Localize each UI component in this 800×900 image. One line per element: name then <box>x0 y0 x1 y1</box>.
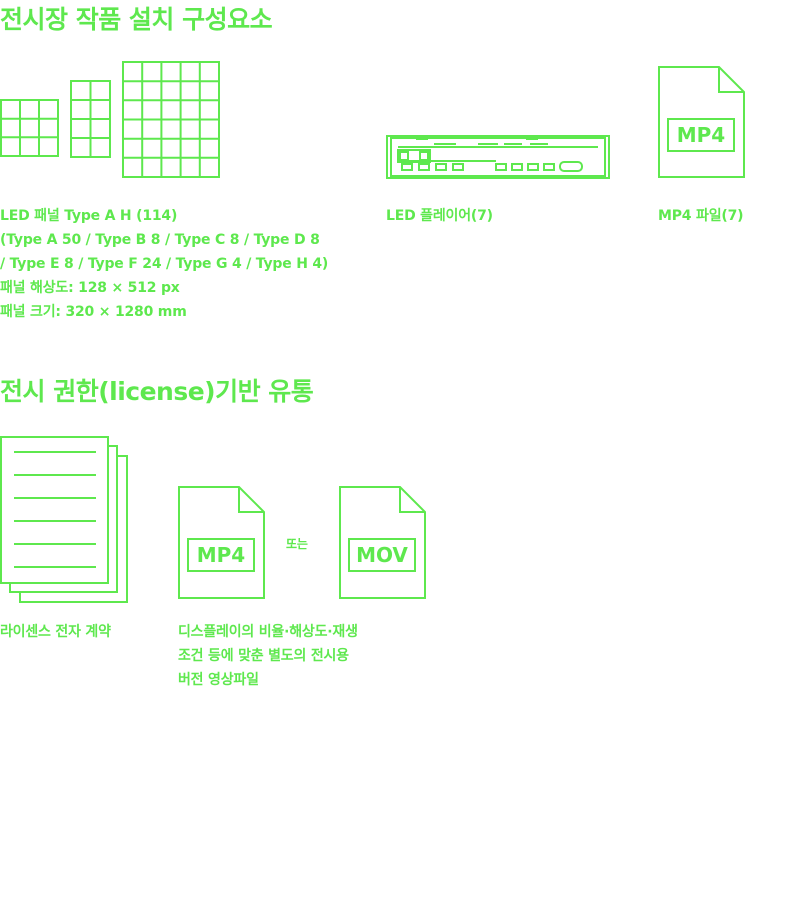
mp4-file-label: MP4 <box>677 123 725 147</box>
mp4-file-icon: MP4 <box>178 486 265 599</box>
mp4-file-label: MP4 <box>197 543 245 567</box>
mp4-file-caption: MP4 파일(7) <box>658 208 744 224</box>
led-panel-line: LED 패널 Type A H (114) <box>0 208 178 224</box>
led-panel-caption: LED 패널 Type A H (114) (Type A 50 / Type … <box>0 204 328 324</box>
led-panel-grid-icon <box>0 61 220 178</box>
rack-player-icon <box>386 135 610 179</box>
or-label: 또는 <box>286 537 308 551</box>
led-panel-line: / Type E 8 / Type F 24 / Type G 4 / Type… <box>0 256 329 272</box>
mp4-file-icon: MP4 <box>658 66 745 178</box>
license-caption: 라이센스 전자 계약 <box>0 624 111 640</box>
section-title-installation: 전시장 작품 설치 구성요소 <box>0 5 273 34</box>
led-panel-line: 패널 크기: 320 × 1280 mm <box>0 304 187 320</box>
led-panel-line: 패널 해상도: 128 × 512 px <box>0 280 180 296</box>
section-title-license: 전시 권한(license)기반 유통 <box>0 377 314 406</box>
mov-file-icon: MOV <box>339 486 426 599</box>
video-caption-line: 버전 영상파일 <box>178 672 259 688</box>
video-caption-line: 디스플레이의 비율·해상도·재생 <box>178 624 358 640</box>
led-player-label: LED 플레이어(7) <box>386 208 493 224</box>
led-panel-line: (Type A 50 / Type B 8 / Type C 8 / Type … <box>0 232 320 248</box>
video-caption-line: 조건 등에 맞춘 별도의 전시용 <box>178 648 349 664</box>
mov-file-label: MOV <box>356 543 408 567</box>
document-stack-icon <box>0 436 128 603</box>
video-file-caption: 디스플레이의 비율·해상도·재생 조건 등에 맞춘 별도의 전시용 버전 영상파… <box>178 620 358 692</box>
